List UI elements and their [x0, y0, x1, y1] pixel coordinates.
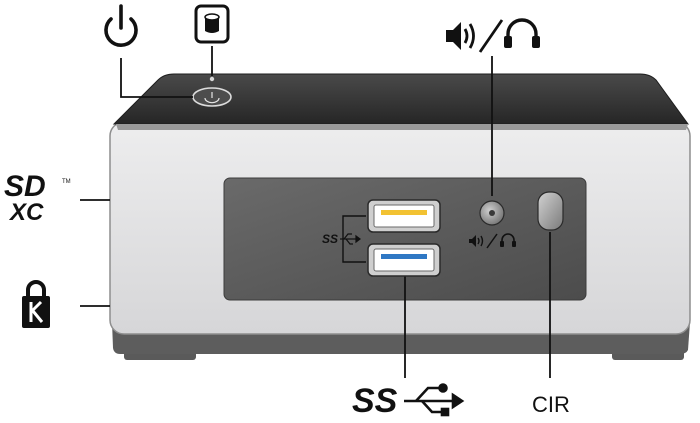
kensington-lock-icon — [22, 280, 50, 328]
speaker-icon-small — [469, 235, 484, 247]
usb-trident-icon-small — [340, 233, 361, 245]
cir-sensor — [537, 191, 564, 231]
usb-ss-logo-bottom: SS — [352, 382, 465, 420]
headphone-icon — [504, 18, 540, 48]
usb-ss-small-text: SS — [322, 232, 338, 246]
sd-brand-text: SD — [4, 170, 46, 203]
usb-port-blue[interactable] — [367, 243, 441, 277]
cir-label: CIR — [532, 392, 570, 417]
chassis-top — [112, 73, 689, 125]
sd-xc-text: XC — [8, 199, 44, 226]
hard-drive-icon — [194, 4, 230, 44]
power-button[interactable] — [192, 87, 232, 107]
usb-trident-icon — [404, 383, 465, 417]
headphone-icon-small — [500, 233, 516, 247]
sd-trademark-text: TM — [62, 179, 71, 185]
audio-panel-label — [469, 233, 516, 249]
speaker-icon — [446, 22, 475, 50]
leader-lines — [80, 46, 551, 378]
sdxc-logo: SD XC TM — [4, 170, 71, 226]
usb-ss-bottom-text: SS — [352, 382, 398, 420]
usb-port-yellow[interactable] — [367, 199, 441, 233]
audio-separator — [478, 19, 504, 53]
usb-ss-small-logo: SS — [322, 232, 361, 246]
power-icon — [104, 4, 138, 47]
storage-activity-led — [209, 76, 215, 82]
audio-jack[interactable] — [479, 200, 505, 226]
